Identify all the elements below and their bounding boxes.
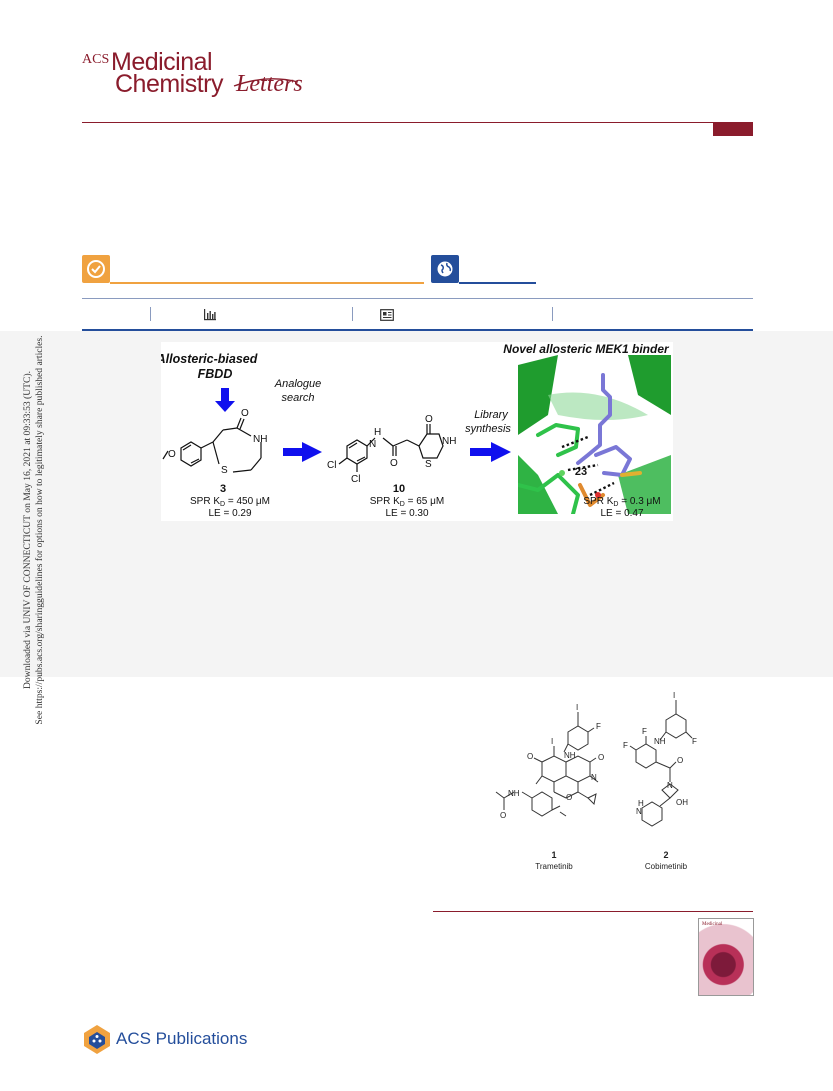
trametinib-structure [495, 712, 599, 817]
trametinib-id: 1 [551, 850, 556, 860]
trametinib-atom: NH [564, 751, 576, 760]
article-metrics-bar [82, 298, 753, 331]
metrics-separator [150, 307, 151, 321]
binder-title: Novel allosteric MEK1 binder [503, 342, 670, 356]
compound-10-atom: S [425, 459, 432, 470]
compound-10-structure [338, 424, 444, 472]
cobimetinib-atom: NH [654, 737, 666, 746]
arrow2-label-line2: synthesis [465, 423, 511, 435]
arrow1-label-line2: search [281, 392, 314, 404]
logo-line-2: Chemistry [115, 70, 224, 98]
compound-23-le: LE = 0.47 [600, 508, 644, 519]
cover-title: Medicinal [702, 922, 723, 927]
compound-10-atom: H [374, 427, 381, 438]
logo-line-1: Medicinal [111, 48, 213, 76]
globe-badge[interactable] [431, 255, 536, 285]
compound-3-atom: O [241, 408, 249, 419]
footer-rule [433, 911, 753, 912]
cobimetinib-atom: N [667, 781, 673, 790]
compound-10-kd: SPR KD = 65 μM [370, 496, 444, 508]
metrics-separator [352, 307, 353, 321]
header-corner-tab [713, 122, 753, 136]
logo-swoosh-icon [233, 78, 299, 87]
logo-acs: ACS [82, 52, 110, 67]
compound-3-structure [162, 417, 262, 473]
trametinib-atom: O [598, 753, 604, 762]
trametinib-atom: O [500, 811, 506, 820]
open-access-badge[interactable] [82, 255, 424, 285]
acs-hexagon-icon [84, 1025, 110, 1054]
trametinib-atom: O [566, 793, 572, 802]
cobimetinib-atom: F [642, 727, 647, 736]
compound-10-atom: N [369, 439, 376, 450]
toc-graphic: Allosteric-biased FBDD O O NH S 3 S [161, 342, 673, 521]
trametinib-atom: I [576, 703, 578, 712]
cobimetinib-name: Cobimetinib [645, 862, 688, 871]
figure-1-structures: I F NH I O O N O NH O 1 Trametinib I F N… [495, 691, 697, 871]
cobimetinib-atom: F [692, 737, 697, 746]
figure-1: I F NH I O O N O NH O 1 Trametinib I F N… [470, 688, 752, 874]
arrow1-label-line1: Analogue [274, 378, 322, 390]
cobimetinib-atom: N [636, 807, 642, 816]
right-arrow-icon [283, 442, 322, 462]
cobimetinib-atom: O [677, 756, 683, 765]
trametinib-atom: I [551, 737, 553, 746]
protein-structure-image [518, 355, 671, 514]
download-notice-line2: See https://pubs.acs.org/sharingguidelin… [34, 335, 45, 725]
compound-3-atom: NH [253, 434, 267, 445]
compound-10-atom: NH [442, 436, 456, 447]
cobimetinib-atom: I [673, 691, 675, 700]
metrics-top-rule [82, 298, 753, 299]
globe-icon [431, 255, 459, 283]
compound-10-atom: O [390, 458, 398, 469]
compound-3-kd: SPR KD = 450 μM [190, 496, 270, 508]
right-arrow-icon [470, 442, 511, 462]
compound-23-id: 23 [575, 466, 587, 478]
article-icon[interactable] [380, 309, 394, 321]
compound-23-kd: SPR KD = 0.3 μM [583, 496, 660, 508]
acs-publications-logo[interactable]: ACS Publications [82, 1023, 252, 1055]
compound-3-le: LE = 0.29 [208, 508, 252, 519]
compound-3-atom: S [221, 465, 228, 476]
cobimetinib-id: 2 [663, 850, 668, 860]
compound-3-id: 3 [220, 483, 226, 495]
download-notice-text: Downloaded via UNIV OF CONNECTICUT on Ma… [22, 328, 46, 732]
cobimetinib-atom: OH [676, 798, 688, 807]
cobimetinib-atom: H [638, 799, 644, 808]
metrics-separator [552, 307, 553, 321]
cobimetinib-structure [629, 700, 693, 827]
compound-10-le: LE = 0.30 [385, 508, 429, 519]
trametinib-atom: F [596, 722, 601, 731]
download-notice: Downloaded via UNIV OF CONNECTICUT on Ma… [22, 328, 52, 732]
download-notice-line1: Downloaded via UNIV OF CONNECTICUT on Ma… [22, 370, 33, 690]
trametinib-atom: O [527, 752, 533, 761]
compound-10-atom: Cl [351, 474, 360, 485]
toc-scheme: Allosteric-biased FBDD O O NH S 3 S [161, 342, 670, 519]
metrics-bottom-rule [82, 329, 753, 331]
compound-3-atom: O [168, 449, 176, 460]
trametinib-atom: NH [508, 789, 520, 798]
compound-10-atom: Cl [327, 460, 336, 471]
logo-line-2-italic: Letters [236, 71, 303, 97]
step1-title-line1: Allosteric-biased [161, 352, 258, 366]
arrow2-label-line1: Library [474, 409, 509, 421]
globe-bar [459, 282, 536, 284]
down-arrow-icon [215, 388, 235, 412]
journal-cover-thumbnail[interactable]: Medicinal [698, 918, 754, 996]
trametinib-name: Trametinib [535, 862, 573, 871]
cobimetinib-atom: F [623, 741, 628, 750]
publisher-name: ACS Publications [116, 1029, 248, 1048]
header-rule [82, 122, 753, 123]
toc-scheme-overlay: 23 SPR KD = 0.3 μM LE = 0.47 [575, 466, 661, 519]
step1-title-line2: FBDD [198, 367, 233, 381]
open-access-bar [110, 282, 424, 284]
trametinib-atom: N [591, 773, 597, 782]
checkmark-icon [82, 255, 110, 283]
bar-chart-icon[interactable] [203, 308, 217, 321]
compound-10-id: 10 [393, 483, 405, 495]
compound-10-atom: O [425, 414, 433, 425]
